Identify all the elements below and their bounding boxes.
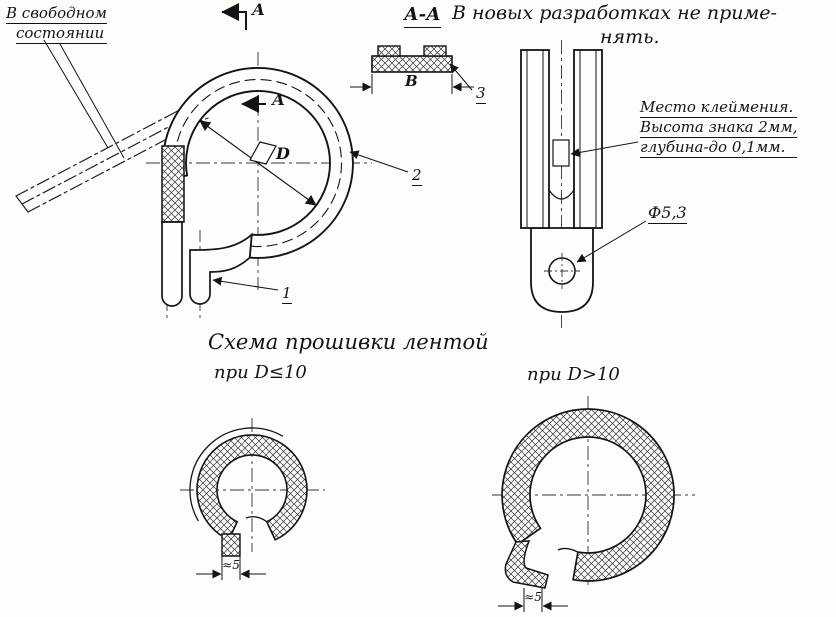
approx-5-right-label: ≈5 [524,590,542,604]
leader-marking [570,141,639,157]
ghost-tape-centerline [21,121,179,205]
section-block-left [377,45,401,57]
large-ring-inner-hook [557,547,579,553]
part-1-label: 1 [282,284,292,304]
scheme-large-view [492,396,695,612]
side-plate-right [573,49,603,229]
clamp-leg-front [189,232,253,305]
clamp-leg-rear [161,221,183,307]
leader-part-1 [212,276,279,291]
main-view [146,3,409,318]
small-ring-inner-hook [245,515,268,523]
small-ring-tail [221,533,241,557]
part-2-label: 2 [412,166,422,186]
leader-part-3 [449,63,473,91]
free-state-leader-1 [43,39,109,149]
dim-b-label: В [405,72,418,90]
section-strip [371,55,453,73]
dim-d-label: D [276,144,290,163]
section-letter-top: А [252,0,266,19]
scheme-small-view [180,418,325,580]
clamp-band-dashed-midline [173,79,343,248]
section-letter-mid: А [272,90,286,109]
marking-spot-parallelogram [249,141,277,165]
side-view [520,40,647,328]
ghost-tape-edge-top [15,113,173,197]
condition-large-label: при D>10 [527,364,620,385]
side-tape-bend-arc [548,189,575,200]
section-aa-view [350,45,474,94]
hole-dia-label: Ф5,3 [648,203,687,225]
note-line1: В новых разработках не приме- [452,2,777,24]
note-line2: нять. [600,26,660,48]
marking-note: Место клеймения. Высота знака 2мм, глуби… [640,98,798,158]
diameter-d-dimension-line [199,120,317,206]
free-state-label: В свободном состоянии [6,4,107,44]
marking-area-rect [552,139,570,167]
free-state-leader-2 [59,43,125,159]
condition-small-label: при D≤10 [214,362,307,383]
marking-note-line2: Высота знака 2мм, [640,118,798,138]
ghost-tape-edge-bottom [27,129,185,213]
free-state-line2: состоянии [16,24,107,44]
free-state-line1: В свободном [6,4,107,24]
ghost-tape-end-cap [15,195,29,213]
approx-5-left-label: ≈5 [222,558,240,572]
large-ring-band [501,408,675,582]
side-plate-left [520,49,550,229]
section-cut-mark-top [221,3,247,30]
small-ring-loose-tape-arc [189,427,284,522]
clamp-joint-hatched [161,145,185,223]
marking-note-line1: Место клеймения. [640,98,798,118]
marking-note-line3: глубина-до 0,1мм. [640,138,798,158]
scheme-title: Схема прошивки лентой [208,330,489,354]
part-3-label: 3 [476,84,486,104]
free-state-leaders [43,39,125,159]
section-aa-title: А-А [404,4,441,28]
small-ring-band [196,434,308,541]
leader-part-2 [349,150,409,173]
leader-hole-dia [576,220,647,263]
large-ring-tail [504,540,549,589]
section-block-right [423,45,447,57]
